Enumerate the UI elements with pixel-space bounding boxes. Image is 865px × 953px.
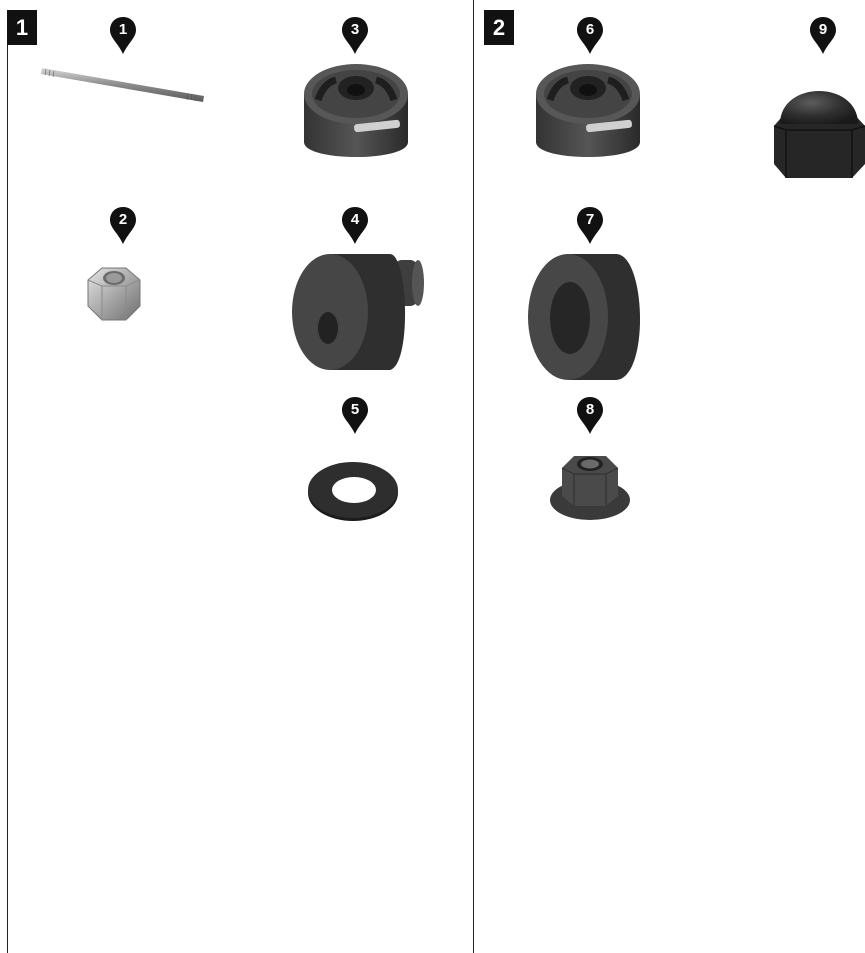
part-marker-5: 5	[340, 396, 370, 436]
step-1-panel: 1	[7, 0, 474, 953]
part-number: 5	[350, 401, 360, 418]
hex-nut-icon	[78, 262, 148, 333]
part-number: 7	[585, 211, 595, 228]
part-number: 6	[585, 21, 595, 38]
panel-border	[7, 44, 8, 953]
part-marker-9: 9	[808, 16, 838, 56]
part-marker-4: 4	[340, 206, 370, 246]
part-number: 8	[585, 401, 595, 418]
acorn-cap-nut-icon	[772, 66, 865, 187]
flange-nut-icon	[546, 450, 634, 529]
slotted-cylinder-cap-icon	[530, 58, 646, 179]
part-marker-6: 6	[575, 16, 605, 56]
stepped-rubber-bushing-icon	[290, 246, 430, 383]
rubber-ring-bushing-icon	[524, 248, 654, 389]
step-2-panel: 2	[474, 0, 865, 953]
part-marker-7: 7	[575, 206, 605, 246]
part-number: 1	[118, 21, 128, 38]
part-number: 4	[350, 211, 360, 228]
part-number: 9	[818, 21, 828, 38]
flat-washer-icon	[304, 456, 402, 531]
step-badge-1: 1	[7, 10, 37, 45]
threaded-rod-icon	[38, 62, 208, 115]
part-number: 3	[350, 21, 360, 38]
part-marker-1: 1	[108, 16, 138, 56]
part-number: 2	[118, 211, 128, 228]
slotted-cylinder-cap-icon	[298, 58, 414, 179]
step-badge-2: 2	[484, 10, 514, 45]
part-marker-2: 2	[108, 206, 138, 246]
part-marker-8: 8	[575, 396, 605, 436]
part-marker-3: 3	[340, 16, 370, 56]
